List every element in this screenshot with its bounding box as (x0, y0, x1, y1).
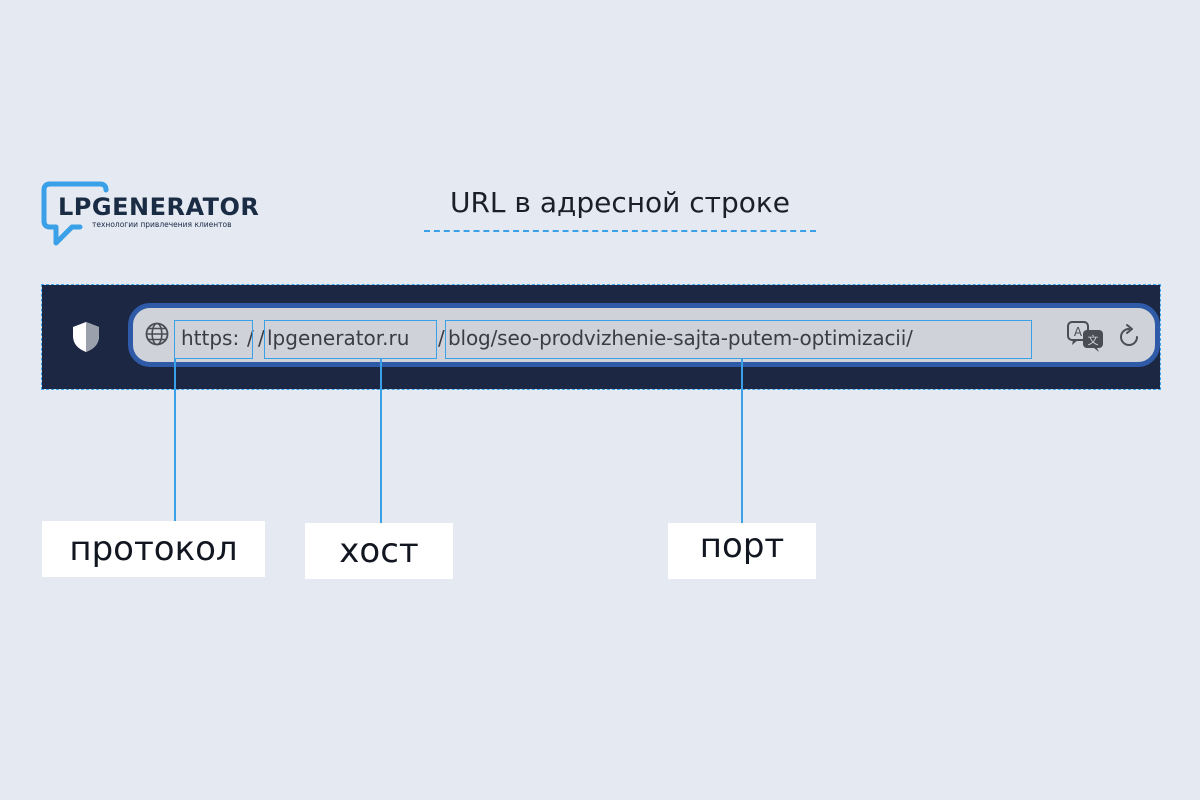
url-separator: / (247, 326, 254, 350)
protocol-highlight (174, 320, 253, 359)
page-title: URL в адресной строке (449, 186, 791, 219)
protocol-leader-line (174, 359, 176, 521)
url-path[interactable]: blog/seo-prodvizhenie-sajta-putem-optimi… (448, 326, 913, 350)
globe-icon (145, 322, 169, 346)
host-leader-line (380, 359, 382, 523)
port-leader-line (741, 359, 743, 523)
url-host[interactable]: lpgenerator.ru (267, 326, 410, 350)
lpgenerator-logo: LPGENERATOR технологии привлечения клиен… (40, 181, 270, 251)
host-highlight (264, 320, 437, 359)
heading-underline (424, 230, 816, 235)
svg-text:文: 文 (1088, 333, 1099, 347)
url-separator: / (438, 326, 445, 350)
protocol-label: протокол (42, 521, 265, 577)
host-label: хост (305, 523, 453, 579)
url-separator: / (258, 326, 265, 350)
translate-icon[interactable]: A 文 (1066, 319, 1106, 353)
svg-text:A: A (1074, 325, 1083, 339)
logo-name: LPGENERATOR (58, 193, 260, 221)
address-field[interactable] (128, 303, 1160, 367)
port-highlight (445, 320, 1032, 359)
url-protocol[interactable]: https: (181, 326, 240, 350)
shield-icon[interactable] (70, 320, 102, 354)
speech-bubble-icon (41, 181, 109, 246)
reload-icon[interactable] (1114, 322, 1144, 352)
port-label: порт (668, 523, 816, 579)
logo-tagline: технологии привлечения клиентов (92, 220, 232, 229)
